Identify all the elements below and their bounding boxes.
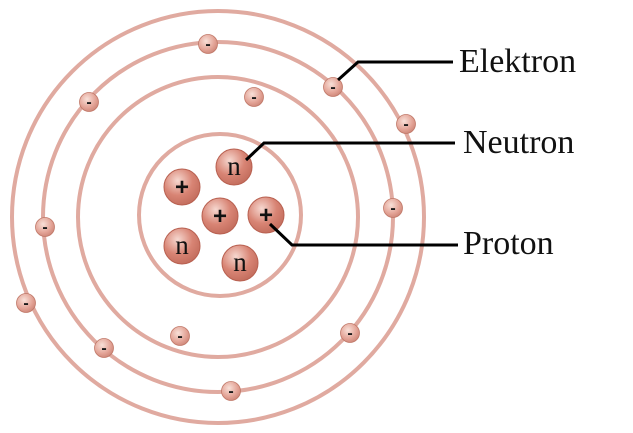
electron: -: [396, 114, 416, 134]
neutron-particle: n: [221, 244, 259, 282]
electron-ball: [244, 87, 264, 107]
electron-ball: [170, 326, 190, 346]
proton-particle: +: [163, 168, 201, 206]
electron-symbol: -: [42, 219, 47, 236]
electron-ball: [79, 92, 99, 112]
proton-symbol: +: [175, 174, 189, 201]
electron-symbol: -: [23, 295, 28, 312]
orbit-ring-1: [10, 9, 426, 425]
electron-ball: [396, 114, 416, 134]
electron: -: [16, 293, 36, 313]
proton-particle: +: [247, 196, 285, 234]
neutron-ball: [215, 148, 253, 186]
electron-symbol: -: [228, 383, 233, 400]
neutron-symbol: n: [233, 247, 247, 277]
neutron-symbol: n: [227, 151, 241, 181]
leader-line-electron: [336, 60, 453, 82]
proton-symbol: +: [213, 203, 227, 230]
neutron-particle: n: [215, 148, 253, 186]
electron: -: [221, 381, 241, 401]
proton-ball: [201, 197, 239, 235]
electron-symbol: -: [251, 89, 256, 106]
electron-symbol: -: [403, 116, 408, 133]
proton-particle: +: [201, 197, 239, 235]
electron-symbol: -: [205, 36, 210, 53]
neutron-symbol: n: [175, 230, 189, 260]
electron-ball: [94, 338, 114, 358]
label-electron: Elektron: [459, 43, 576, 80]
electron: -: [79, 92, 99, 112]
electron: -: [323, 77, 343, 97]
label-neutron: Neutron: [463, 124, 574, 161]
electron-ball: [383, 198, 403, 218]
electron-symbol: -: [390, 200, 395, 217]
electron: -: [340, 323, 360, 343]
electron-ball: [35, 217, 55, 237]
nucleus-layer: n+++nn: [137, 132, 303, 298]
leader-line-neutron: [244, 141, 455, 162]
electron: -: [170, 326, 190, 346]
electron-ball: [323, 77, 343, 97]
leader-lines-layer: [244, 60, 458, 247]
electron-ball: [198, 34, 218, 54]
electron: -: [94, 338, 114, 358]
electron-ball: [16, 293, 36, 313]
neutron-ball: [221, 244, 259, 282]
electron-symbol: -: [86, 94, 91, 111]
orbit-ring-3: [76, 75, 360, 359]
electron-ball: [340, 323, 360, 343]
proton-ball: [247, 196, 285, 234]
neutron-ball: [163, 227, 201, 265]
electron-symbol: -: [347, 325, 352, 342]
electron: -: [198, 34, 218, 54]
electron-symbol: -: [101, 340, 106, 357]
electron-symbol: -: [177, 328, 182, 345]
neutron-particle: n: [163, 227, 201, 265]
electron: -: [383, 198, 403, 218]
proton-symbol: +: [259, 202, 273, 229]
electrons-layer: - - - - - - - - - - - -: [16, 34, 416, 401]
electron-symbol: -: [330, 79, 335, 96]
electron: -: [244, 87, 264, 107]
electron-ball: [221, 381, 241, 401]
proton-ball: [163, 168, 201, 206]
electron: -: [35, 217, 55, 237]
leader-line-proton: [268, 222, 458, 247]
label-proton: Proton: [463, 225, 554, 262]
